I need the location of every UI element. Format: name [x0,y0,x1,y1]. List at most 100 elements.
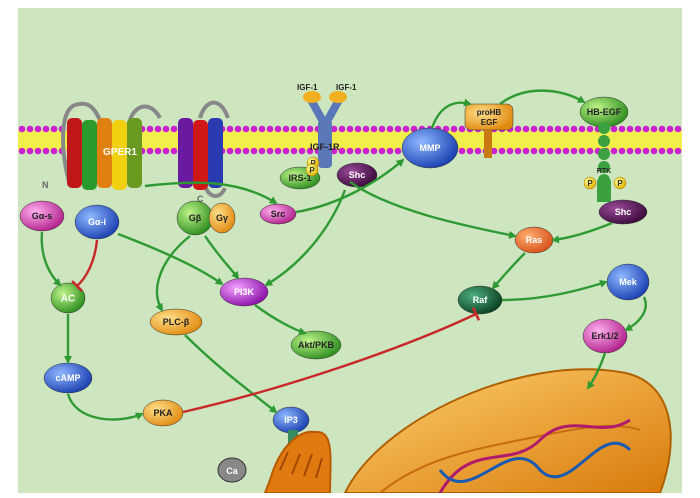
node-gas: Gα-s [19,200,65,232]
mitochondrion [263,430,332,494]
edge-raf-mek [501,279,608,302]
edge-mek-erk [624,296,647,332]
gy-label: Gγ [216,213,228,223]
gy-shape [208,202,236,234]
irs1-label: IRS-1 [288,173,311,183]
prohb-egf-label: EGF [481,118,498,127]
svg-text:P: P [309,166,315,175]
edge-gb-pi3k [204,235,240,280]
edge-prohb-hbegf [499,89,586,105]
raf-label: Raf [473,295,489,305]
edge-gai-ac-bar [71,280,83,292]
ras-label: Ras [526,235,543,245]
gai-label: Gα-i [88,217,106,227]
node-shc-left: Shc [336,162,378,188]
dna-helix [438,418,632,494]
node-mmp: MMP [401,127,459,169]
gas-label: Gα-s [32,211,53,221]
node-ca: Ca [217,457,247,483]
igf1-left-ligand [303,91,321,103]
mek-label: Mek [619,277,638,287]
igf1-right-label: IGF-1 [336,83,357,92]
node-raf: Raf [457,285,503,315]
igf1r-receptor: IGF-1 IGF-1 IGF-1R [297,83,357,168]
akt-label: Akt/PKB [298,340,335,350]
node-pka: PKA [142,399,184,427]
edge-gai-ac [76,239,99,287]
node-shc-right: Shc [598,199,648,225]
node-erk: Erk1/2 [582,318,628,354]
igf1r-label: IGF-1R [310,142,340,152]
edge-gai-pi3k [117,232,224,286]
node-gb: Gβ [176,200,214,236]
node-gy: Gγ [208,202,236,234]
igf1-left-label: IGF-1 [297,83,318,92]
shc-right-shape [598,199,648,225]
rtk-label: RTK [597,168,611,175]
edge-ras-raf [491,252,526,290]
pi3k-label: PI3K [234,287,255,297]
src-label: Src [271,209,286,219]
node-gai: Gα-i [74,204,120,240]
edge-mmp-prohb [430,98,472,129]
mmp-label: MMP [420,143,441,153]
gper1-label: GPER1 [103,147,137,158]
edge-pka-raf [182,312,477,414]
mmp-shape [401,127,459,169]
edge-igf1r-ras [349,181,517,239]
ac-label: AC [61,293,75,304]
node-camp: cAMP [43,362,93,394]
edge-pka-raf-bar [471,307,481,321]
ip3-label: IP3 [284,415,298,425]
node-ac: AC [50,282,86,314]
node-src: Src [259,203,297,225]
svg-text:P: P [310,159,316,168]
pi3k-shape [219,277,269,307]
c-terminus-label: C [197,194,204,204]
node-rtk: RTK [597,122,611,202]
shc-left-label: Shc [349,170,366,180]
plcb-shape [149,308,203,336]
edge-pi3k-akt [254,304,307,336]
edge-plcb-ip3 [184,334,278,414]
erk-label: Erk1/2 [591,331,618,341]
svg-text:Ca: Ca [226,466,238,476]
edge-camp-pka [66,393,144,421]
hb-egf-label: HB-EGF [587,107,622,117]
prohb-egf-label: proHB [477,108,502,117]
igf1-right-ligand [329,91,347,103]
gai-shape [74,204,120,240]
akt-shape [290,330,342,360]
pka-label: PKA [153,408,173,418]
node-ras: Ras [514,226,554,254]
edge-irs-pi3k [264,189,347,287]
edge-gb-plcb [155,235,191,312]
ac-shape [50,282,86,314]
edge-shc-ras [551,221,613,244]
shc-right-label: Shc [615,207,632,217]
edge-gper1-src [144,181,278,205]
src-shape [259,203,297,225]
plcb-label: PLC-β [163,317,190,327]
phosphate-p-c: P [583,176,597,190]
edge-gas-ac [40,231,62,287]
node-ip3: IP3 [272,406,310,434]
gb-label: Gβ [189,213,202,223]
n-terminus-label: N [42,180,49,190]
svg-text:P: P [617,179,623,188]
svg-text:P: P [587,179,593,188]
node-pi3k: PI3K [219,277,269,307]
edge-src-mmp [295,158,405,214]
camp-label: cAMP [55,373,80,383]
node-plcb: PLC-β [149,308,203,336]
gper1-receptor: GPER1 N C [42,100,230,204]
edge-erk-nucleus [586,352,607,390]
phosphate-p-d: P [613,176,627,190]
node-akt: Akt/PKB [290,330,342,360]
phosphate-p-b: P [305,163,319,177]
node-mek: Mek [606,263,650,301]
gas-shape [19,200,65,232]
